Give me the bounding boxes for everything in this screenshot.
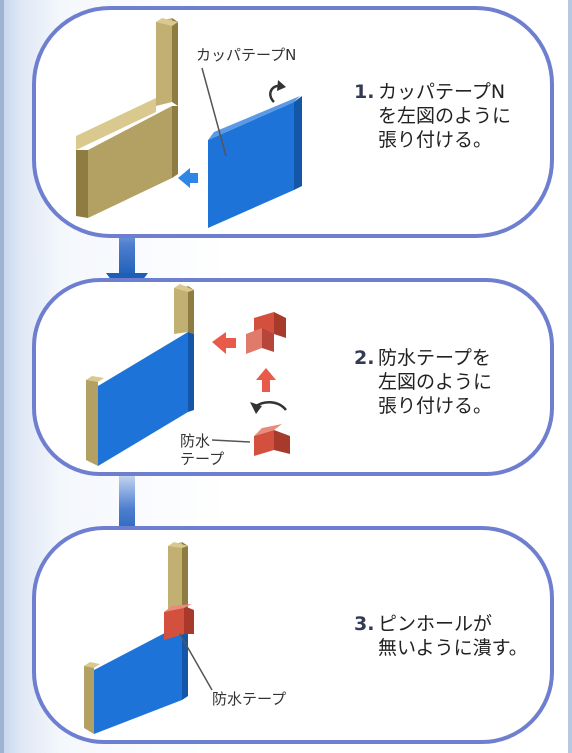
- apply-arrow-icon: [212, 332, 236, 354]
- step-3-number: 3.: [354, 613, 375, 635]
- waterproof-tape-pieces: [246, 312, 290, 456]
- attach-arrow-icon: [178, 168, 198, 188]
- step-3-panel: 防水テープ 3. ピンホールが 無いように潰す。: [32, 526, 554, 744]
- step-2-panel: 防水 テープ 2. 防水テープを 左図のように 張り付ける。: [32, 278, 554, 476]
- step-1-illustration: [76, 18, 302, 228]
- kappa-tape-sheet: [208, 96, 302, 228]
- step-1-number: 1.: [354, 81, 375, 103]
- step-3-text: ピンホールが 無いように潰す。: [378, 613, 528, 659]
- applied-waterproof-tape: [164, 604, 194, 640]
- step-1-text: カッパテープN を左図のように 張り付ける。: [378, 81, 512, 151]
- waterproof-tape-leader: [211, 439, 251, 443]
- step-2-illustration: [86, 284, 290, 466]
- waterproof-tape-leader-3: [179, 633, 213, 691]
- kappa-tape-leader: [201, 67, 227, 157]
- waterproof-tape-label-split: 防水 テープ: [180, 432, 225, 468]
- step-2-text: 防水テープを 左図のように 張り付ける。: [378, 347, 493, 417]
- step-3-illustration: [84, 542, 213, 734]
- up-arrow-icon: [256, 368, 276, 392]
- step-2-number: 2.: [354, 347, 375, 369]
- wood-post: [76, 18, 178, 218]
- step-1-panel: カッパテープN 1. カッパテープN を左図のように 張り付ける。: [32, 6, 554, 238]
- waterproof-tape-label: 防水テープ: [212, 690, 287, 708]
- kappa-tape-label: カッパテープN: [196, 46, 297, 64]
